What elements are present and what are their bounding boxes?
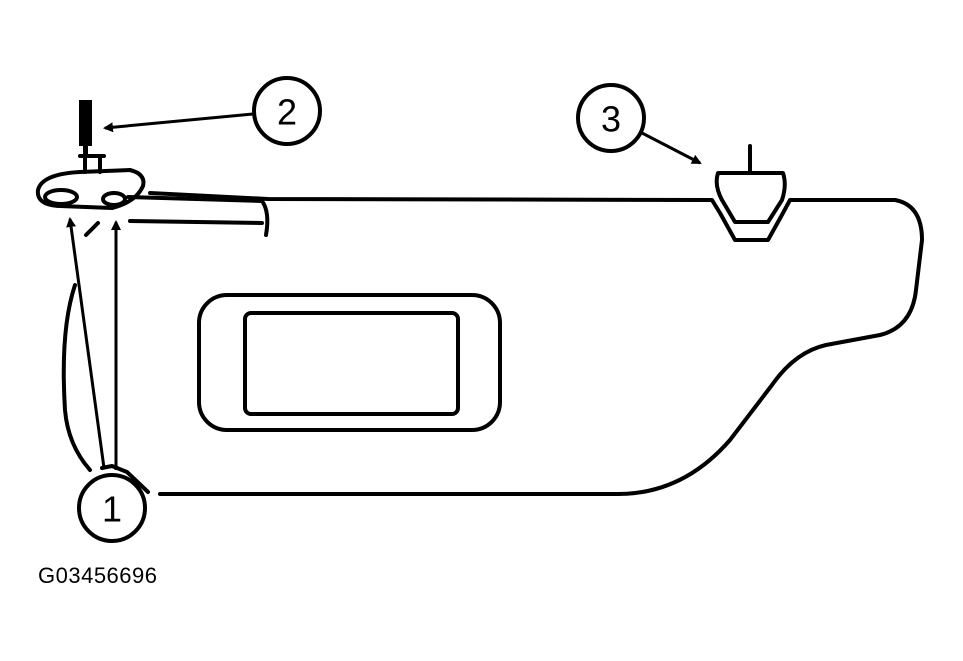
visor-rod xyxy=(126,195,264,225)
arrow-to-screw-hole-front xyxy=(66,217,106,469)
callout-1-leader xyxy=(100,464,150,494)
pivot-sleeve xyxy=(61,221,100,472)
screw-thread xyxy=(83,146,88,158)
callout-2: 2 xyxy=(252,76,322,146)
pivot-screw-hole-front xyxy=(43,188,79,206)
pivot-bracket xyxy=(35,168,146,210)
visor-rod-end xyxy=(260,199,270,237)
callout-1: 1 xyxy=(77,473,147,543)
vanity-mirror-frame xyxy=(197,293,502,432)
arrow-to-screw xyxy=(103,112,254,133)
callout-3: 3 xyxy=(576,83,646,153)
figure-id: G03456696 xyxy=(38,563,158,588)
screw xyxy=(79,100,92,146)
retaining-clip xyxy=(714,171,787,224)
arrow-to-retaining-clip xyxy=(641,131,702,165)
callout-2-label: 2 xyxy=(277,92,297,133)
vanity-mirror-glass xyxy=(243,311,460,416)
callout-1-label: 1 xyxy=(102,489,122,530)
sun-visor-body xyxy=(148,191,924,496)
pivot-screw-hole-rear xyxy=(101,191,127,207)
callout-3-label: 3 xyxy=(601,99,621,140)
